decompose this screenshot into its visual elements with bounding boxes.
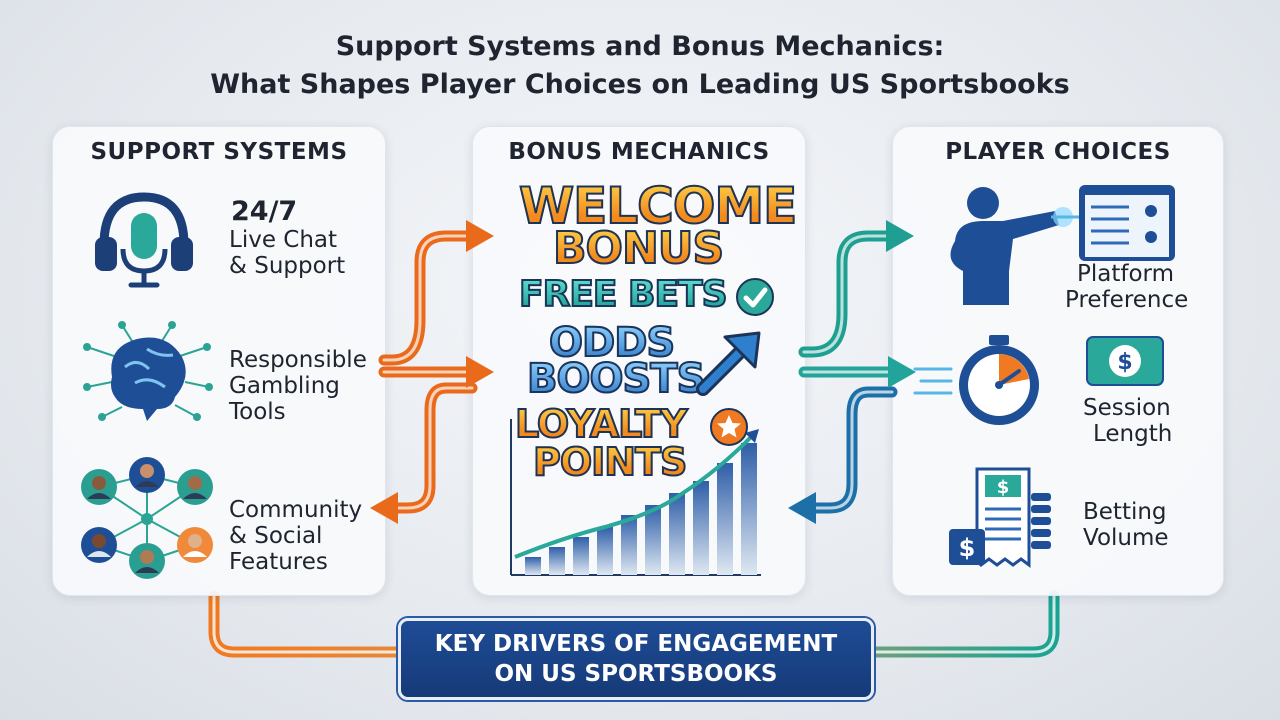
growth-bar-chart-icon	[510, 419, 761, 576]
player-item-3-line-2: Volume	[1083, 525, 1169, 551]
player-item-1-line-2: Preference	[1065, 287, 1189, 313]
svg-text:$: $	[1117, 350, 1132, 375]
people-network-icon	[81, 457, 213, 579]
free-bets-text: FREE BETS	[518, 274, 729, 315]
title-line-2: What Shapes Player Choices on Leading US…	[210, 69, 1070, 100]
receipt-stack-icon: $ $	[949, 467, 1051, 568]
dollar-bill-icon: $	[1086, 336, 1164, 386]
support-item-1-line-3: & Support	[229, 253, 346, 279]
svg-text:$: $	[997, 477, 1010, 498]
support-systems-heading: SUPPORT SYSTEMS	[90, 139, 348, 165]
banner-line-1: KEY DRIVERS OF ENGAGEMENT	[434, 631, 838, 657]
boosts-text: BOOSTS	[526, 356, 706, 402]
checkmark-badge-icon	[736, 278, 774, 316]
key-drivers-banner: KEY DRIVERS OF ENGAGEMENT ON US SPORTSBO…	[398, 618, 874, 700]
star-badge-icon	[710, 408, 748, 446]
welcome-text: WELCOME	[518, 177, 798, 235]
support-item-1-line-1: 24/7	[231, 196, 298, 227]
title-line-1: Support Systems and Bonus Mechanics:	[335, 31, 945, 62]
player-item-2-line-1: Session	[1083, 395, 1171, 421]
stopwatch-icon	[913, 335, 1039, 425]
bonus-text: BONUS	[552, 223, 725, 274]
player-item-2-line-2: Length	[1093, 421, 1173, 447]
player-choices-heading: PLAYER CHOICES	[945, 139, 1171, 165]
support-item-3-line-2: & Social	[229, 523, 323, 549]
up-arrow-icon	[696, 331, 761, 396]
player-choices-panel: PLAYER CHOICES Platform Preference $ Ses…	[892, 126, 1224, 596]
odds-text: ODDS	[548, 320, 676, 366]
loyalty-text: LOYALTY	[514, 402, 688, 446]
bonus-mechanics-panel: BONUS MECHANICS WELCOME BONUS FREE BETS …	[472, 126, 806, 596]
support-item-1-line-2: Live Chat	[229, 227, 338, 253]
support-item-2-line-2: Gambling	[229, 373, 340, 399]
svg-text:$: $	[959, 534, 976, 562]
person-pointing-screen-icon	[950, 185, 1175, 305]
player-item-1-line-1: Platform	[1077, 261, 1174, 287]
support-item-3-line-1: Community	[229, 497, 363, 523]
page-title: Support Systems and Bonus Mechanics: Wha…	[0, 28, 1280, 104]
brain-network-icon	[83, 321, 213, 421]
support-item-2-line-3: Tools	[229, 399, 286, 425]
player-item-3-line-1: Betting	[1083, 499, 1167, 525]
headset-icon	[95, 192, 193, 288]
points-text: POINTS	[532, 440, 688, 484]
support-item-2-line-1: Responsible	[229, 347, 367, 373]
support-systems-panel: SUPPORT SYSTEMS 24/7 Live Chat & Support…	[52, 126, 386, 596]
banner-line-2: ON US SPORTSBOOKS	[494, 661, 778, 687]
bonus-mechanics-heading: BONUS MECHANICS	[508, 139, 770, 165]
support-item-3-line-3: Features	[229, 549, 328, 575]
